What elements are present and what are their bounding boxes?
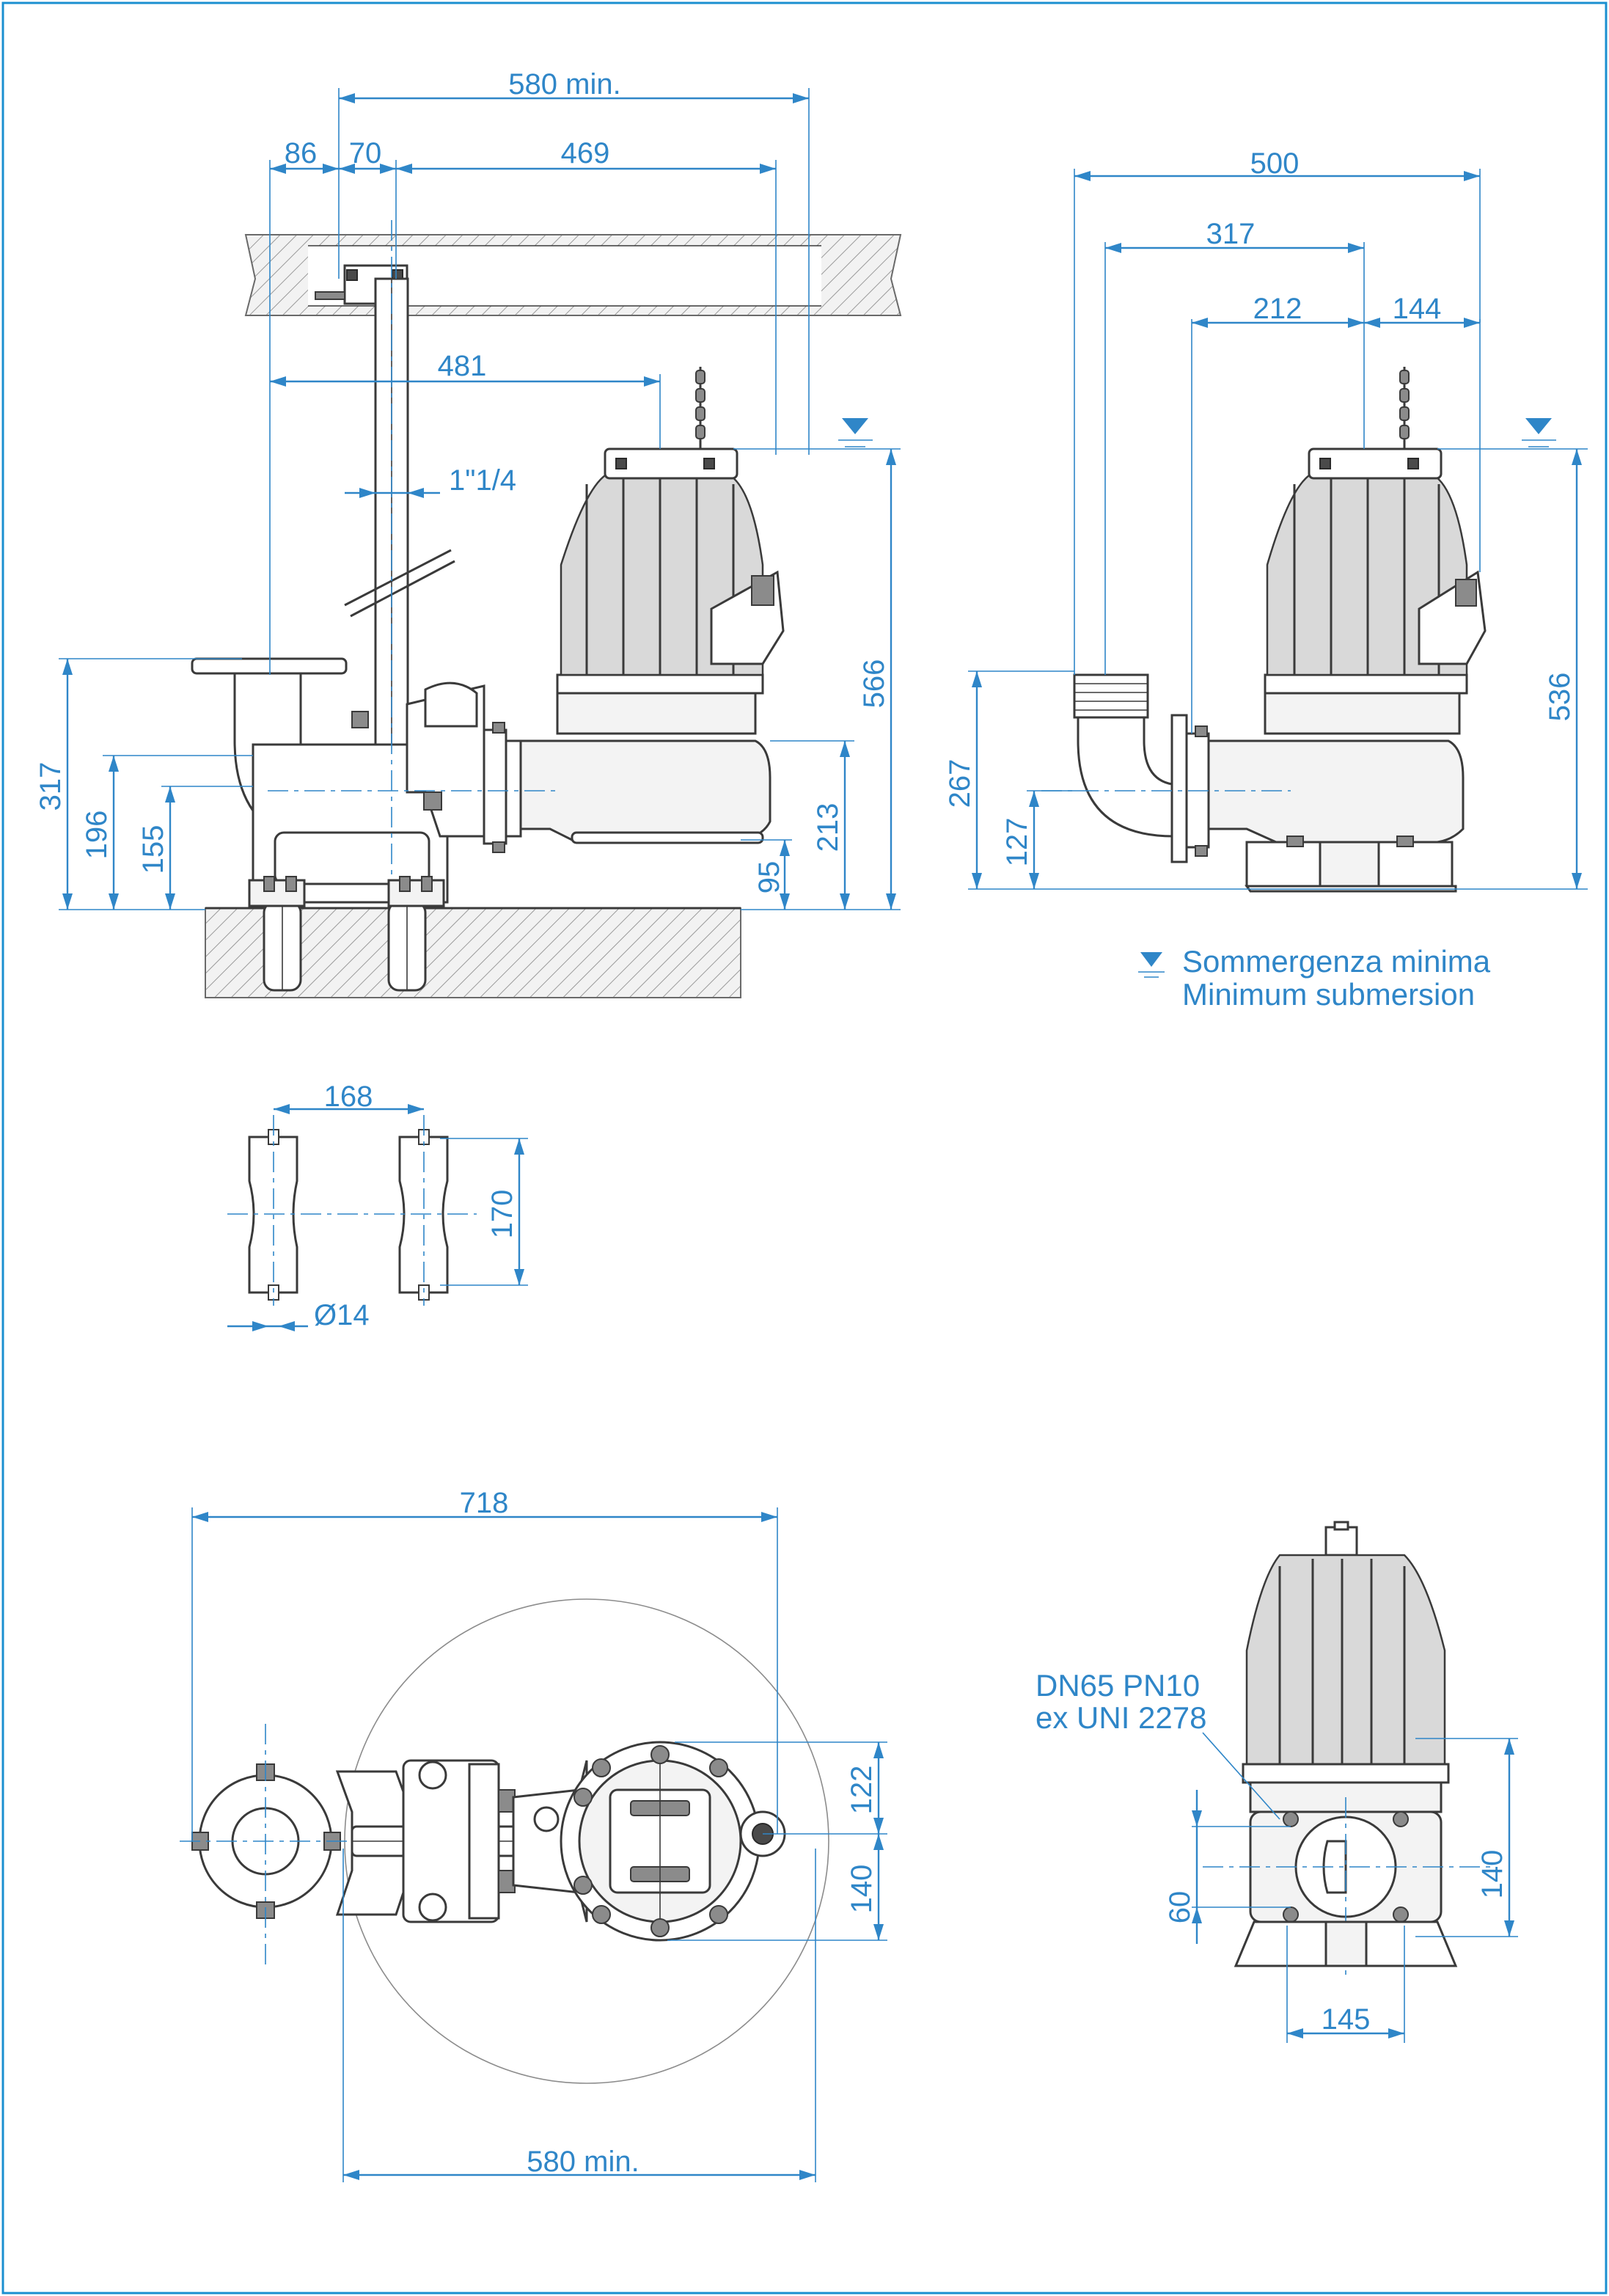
submersion-legend: Sommergenza minima Minimum submersion [1138, 944, 1491, 1012]
dim-hole: Ø14 [314, 1299, 370, 1331]
legend-triangle-icon [1140, 952, 1162, 967]
side-view [191, 220, 902, 998]
free-pump-volute [1207, 739, 1465, 844]
flange-label-line1: DN65 PN10 [1036, 1668, 1200, 1703]
plan-view [180, 1598, 829, 2084]
dim-140-front: 140 [1476, 1850, 1509, 1899]
front-view [1203, 1521, 1496, 1981]
dim-212: 212 [1253, 293, 1302, 325]
dim-566: 566 [858, 659, 890, 709]
dim-317: 317 [34, 762, 67, 811]
hose-elbow [1077, 716, 1182, 838]
free-lifting-chain [1399, 367, 1410, 449]
dim-95: 95 [753, 861, 785, 894]
dim-267: 267 [944, 759, 976, 808]
front-motor-ribs [1245, 1554, 1446, 1766]
dim-60: 60 [1164, 1891, 1196, 1924]
free-standing-view [1041, 367, 1556, 893]
dim-170: 170 [486, 1190, 518, 1239]
pump-outlet-flange [483, 728, 507, 845]
dim-144: 144 [1393, 293, 1442, 325]
dim-718: 718 [460, 1487, 509, 1519]
hose-coupling [1073, 673, 1149, 719]
dim-500: 500 [1250, 147, 1300, 180]
legend-line-english: Minimum submersion [1182, 977, 1475, 1012]
free-view-dimensions: 500 317 212 144 536 267 127 [944, 147, 1588, 890]
dim-213: 213 [812, 803, 844, 852]
dim-rail-pipe: 1"1/4 [449, 464, 516, 497]
flange-label-line2: ex UNI 2278 [1036, 1700, 1206, 1735]
dim-196: 196 [81, 811, 113, 860]
dim-155: 155 [137, 825, 169, 874]
dim-536: 536 [1544, 673, 1576, 722]
dim-145: 145 [1322, 2003, 1371, 2036]
dim-580-plan: 580 min. [527, 2146, 639, 2178]
dim-122: 122 [846, 1766, 878, 1815]
side-view-dimensions: 580 min. 86 70 469 481 1"1/4 31 [34, 68, 901, 910]
dim-580-top: 580 min. [508, 68, 620, 100]
free-submersion-triangle-icon [1525, 418, 1552, 434]
dim-317-free: 317 [1206, 218, 1256, 250]
dim-469: 469 [561, 137, 610, 169]
submersion-triangle-icon [842, 418, 868, 434]
dim-168: 168 [324, 1081, 373, 1113]
pump-volute [519, 739, 771, 841]
discharge-flange [191, 657, 348, 675]
dim-481: 481 [438, 350, 487, 382]
free-outlet-flange [1170, 714, 1188, 863]
anchor-holes-view: 168 170 Ø14 [227, 1081, 528, 1331]
dim-86: 86 [285, 137, 318, 169]
lifting-chain [695, 367, 705, 449]
front-view-dimensions: DN65 PN10 ex UNI 2278 60 140 145 [1036, 1668, 1518, 2043]
dim-70: 70 [349, 137, 382, 169]
legend-line-italian: Sommergenza minima [1182, 944, 1491, 979]
plan-view-dimensions: 718 580 min. 122 140 [191, 1487, 887, 2182]
dim-127: 127 [1001, 818, 1033, 867]
motor-housing [556, 688, 757, 735]
dim-140-plan: 140 [846, 1865, 878, 1914]
